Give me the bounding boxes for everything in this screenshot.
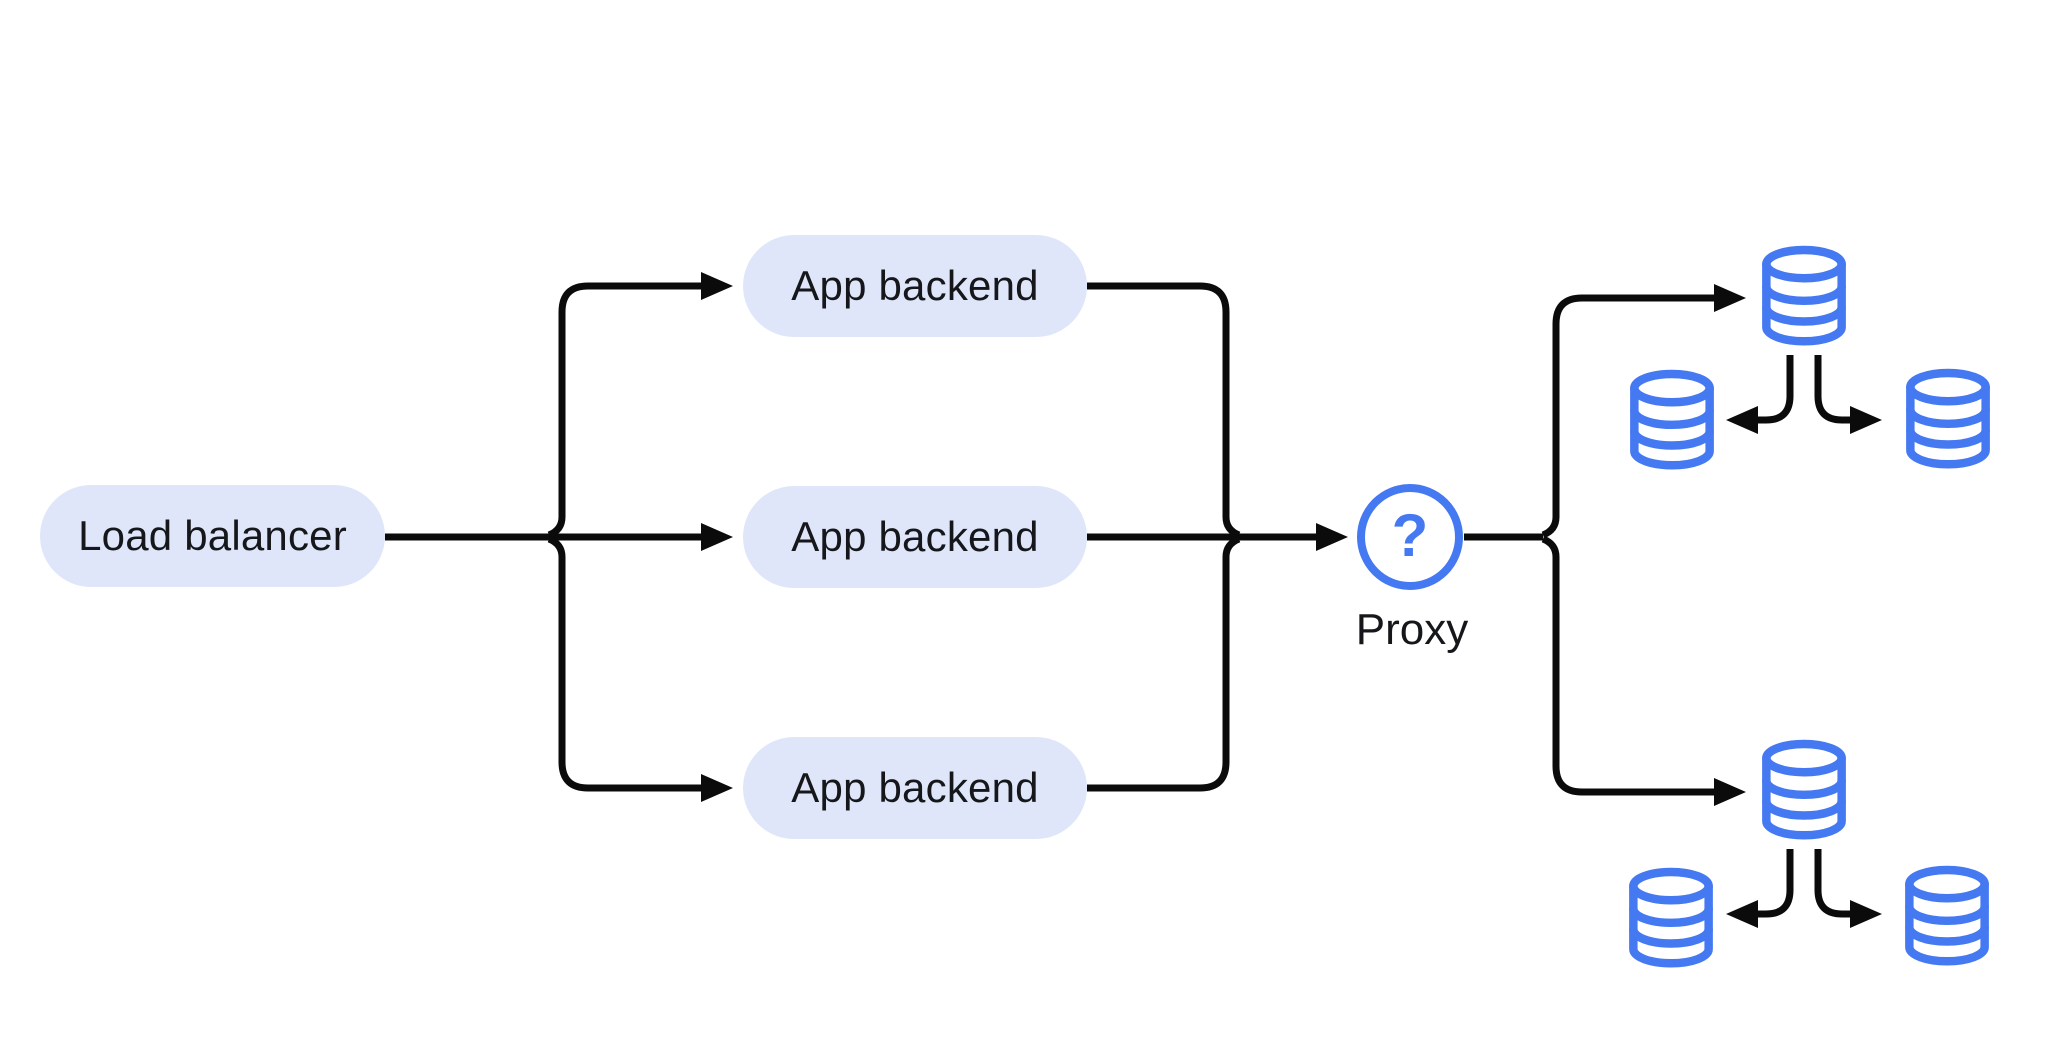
arrowhead-into-bottom-left-replica bbox=[1726, 900, 1758, 928]
edges-load-balancer-fanout bbox=[385, 272, 733, 802]
edge-proxy-to-bottom-primary bbox=[1541, 535, 1718, 796]
edge-backend-3-to-merge bbox=[1087, 535, 1241, 792]
app-backend-node-2: App backend bbox=[743, 486, 1087, 588]
load-balancer-node: Load balancer bbox=[40, 485, 385, 587]
replica-database-icon bbox=[1634, 374, 1709, 465]
primary-database-icon bbox=[1766, 744, 1841, 835]
bottom-db-cluster bbox=[1633, 744, 1984, 963]
question-mark-icon: ? bbox=[1391, 501, 1429, 569]
app-backend-label: App backend bbox=[791, 513, 1039, 560]
arrowhead-into-backend-1 bbox=[701, 272, 733, 300]
edge-top-primary-to-left-replica bbox=[1756, 355, 1794, 424]
edges-backends-merge-to-proxy bbox=[1087, 282, 1348, 792]
arrowhead-into-proxy bbox=[1316, 523, 1348, 551]
top-db-cluster bbox=[1634, 250, 1985, 465]
edge-lb-to-backend-3 bbox=[547, 535, 705, 792]
replica-database-icon bbox=[1910, 373, 1985, 464]
replica-database-icon bbox=[1633, 872, 1708, 963]
arrowhead-into-top-left-replica bbox=[1726, 406, 1758, 434]
load-balancer-label: Load balancer bbox=[78, 512, 347, 559]
app-backend-label: App backend bbox=[791, 764, 1039, 811]
edge-backend-1-to-merge bbox=[1087, 282, 1241, 539]
arrowhead-into-top-primary-db bbox=[1714, 284, 1746, 312]
primary-database-icon bbox=[1766, 250, 1841, 341]
edge-bottom-primary-to-left-replica bbox=[1756, 849, 1794, 918]
edges-proxy-fanout bbox=[1464, 284, 1746, 806]
app-backend-node-1: App backend bbox=[743, 235, 1087, 337]
arrowhead-into-bottom-right-replica bbox=[1850, 900, 1882, 928]
arrowhead-into-top-right-replica bbox=[1850, 406, 1882, 434]
app-backend-label: App backend bbox=[791, 262, 1039, 309]
edges-bottom-cluster-replication bbox=[1726, 849, 1882, 928]
arrowhead-into-backend-2 bbox=[701, 523, 733, 551]
proxy-node: ? bbox=[1357, 484, 1463, 590]
replica-database-icon bbox=[1909, 870, 1984, 961]
edges-top-cluster-replication bbox=[1726, 355, 1882, 434]
app-backend-node-3: App backend bbox=[743, 737, 1087, 839]
edge-lb-to-backend-1 bbox=[547, 282, 705, 539]
edge-bottom-primary-to-right-replica bbox=[1814, 849, 1852, 918]
edge-proxy-to-top-primary bbox=[1541, 294, 1718, 539]
arrowhead-into-backend-3 bbox=[701, 774, 733, 802]
arrowhead-into-bottom-primary-db bbox=[1714, 778, 1746, 806]
edge-top-primary-to-right-replica bbox=[1814, 355, 1852, 424]
proxy-label: Proxy bbox=[1355, 605, 1469, 654]
